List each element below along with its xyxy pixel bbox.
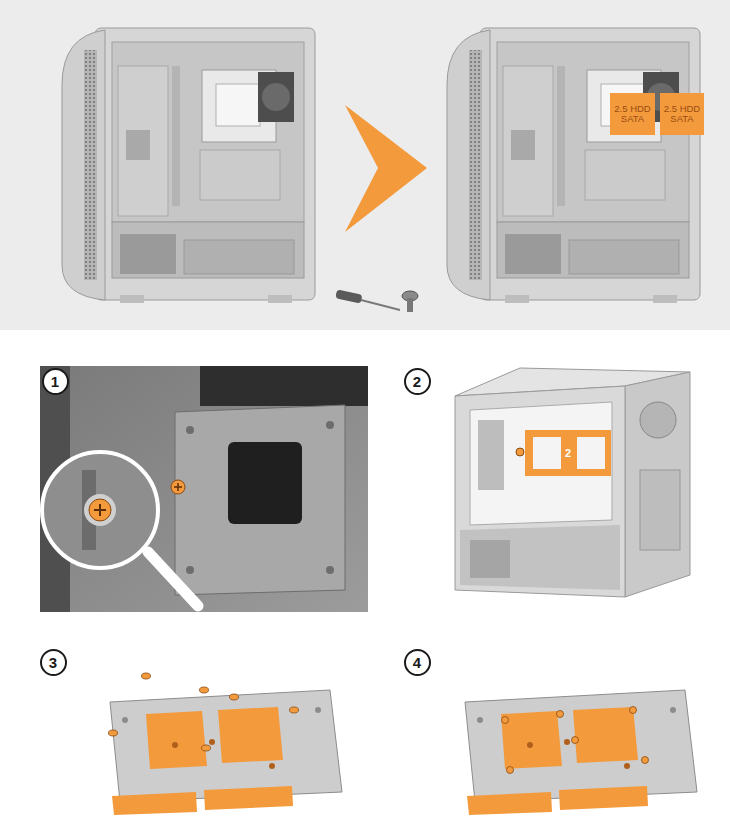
bracket-number: 2: [565, 448, 571, 459]
step3-bracket: [110, 690, 342, 815]
screw: [402, 291, 418, 312]
callout-text: 2: [413, 374, 421, 389]
callout-number: 3: [40, 649, 67, 676]
step-arrow: [345, 105, 427, 232]
callout-number: 2: [404, 368, 431, 395]
screwdriver: [335, 289, 400, 310]
callout-text: 3: [49, 655, 57, 670]
hdd-plate: 2.5 HDD SATA: [660, 93, 704, 135]
fitted-screws: [502, 707, 649, 774]
panel-ground: [0, 0, 730, 330]
case-before: [62, 28, 315, 303]
callout-text: 1: [51, 374, 59, 389]
callout-number: 1: [42, 368, 69, 395]
step1-photo: [40, 366, 368, 612]
case-after: [447, 28, 700, 303]
plate-label: 2.5 HDD SATA: [613, 104, 652, 125]
loose-screws: [109, 673, 299, 751]
step2-case: [455, 368, 690, 597]
plate-label: 2.5 HDD SATA: [663, 104, 701, 125]
step4-bracket: [465, 690, 697, 815]
callout-text: 4: [413, 655, 421, 670]
callout-number: 4: [404, 649, 431, 676]
hdd-plate: 2.5 HDD SATA: [610, 93, 655, 135]
